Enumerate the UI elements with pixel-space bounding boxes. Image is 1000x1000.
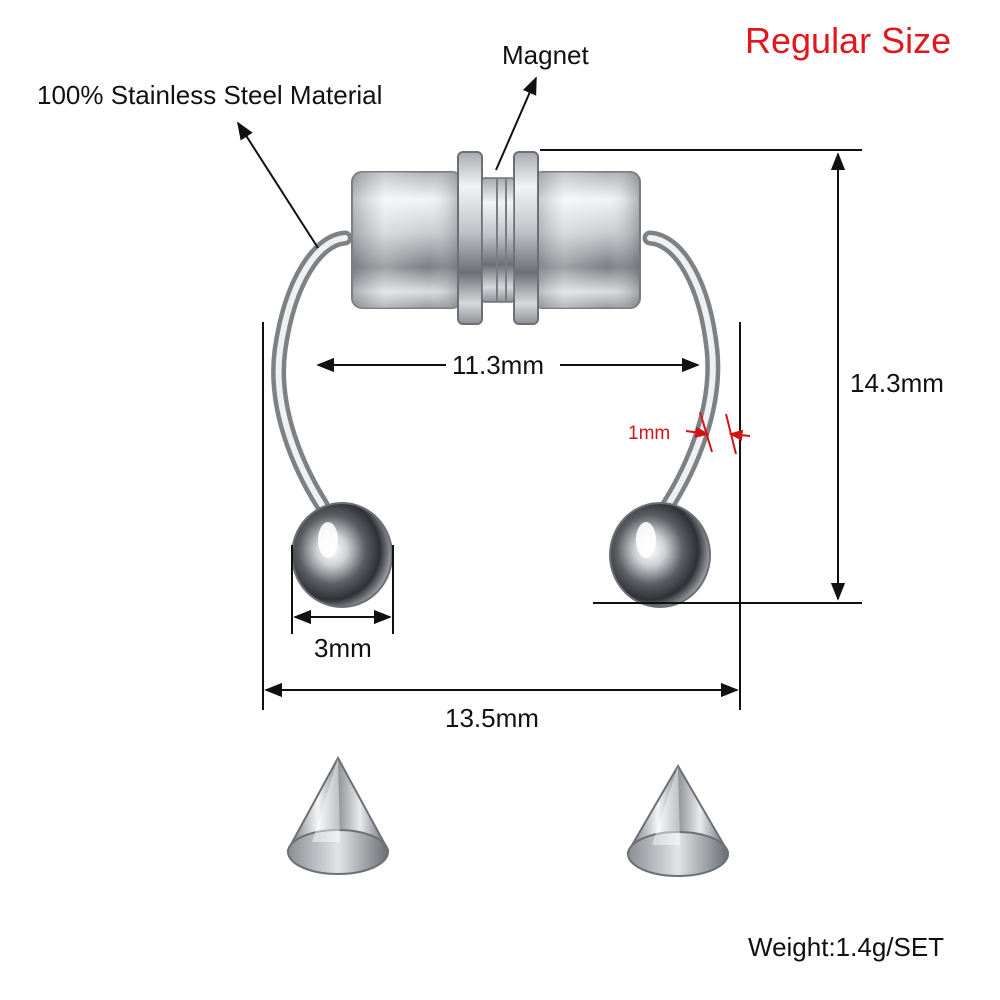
wire-thickness-marker <box>685 411 751 455</box>
dimension-lines <box>262 149 862 710</box>
weight-label: Weight:1.4g/SET <box>748 932 945 962</box>
material-label: 100% Stainless Steel Material <box>37 80 383 110</box>
ball-diameter-label: 3mm <box>314 633 372 663</box>
magnet-label: Magnet <box>502 40 589 70</box>
wire-thickness-label: 1mm <box>628 423 671 444</box>
callout-arrows <box>237 76 537 249</box>
spike-cones <box>286 755 730 877</box>
outer-width-label: 13.5mm <box>445 703 539 733</box>
magnet-clasp <box>351 151 641 325</box>
height-label: 14.3mm <box>850 368 944 398</box>
ball-ends <box>291 502 711 608</box>
inner-width-label: 11.3mm <box>452 350 544 380</box>
ring-wire <box>271 230 721 513</box>
size-title: Regular Size <box>745 20 952 61</box>
